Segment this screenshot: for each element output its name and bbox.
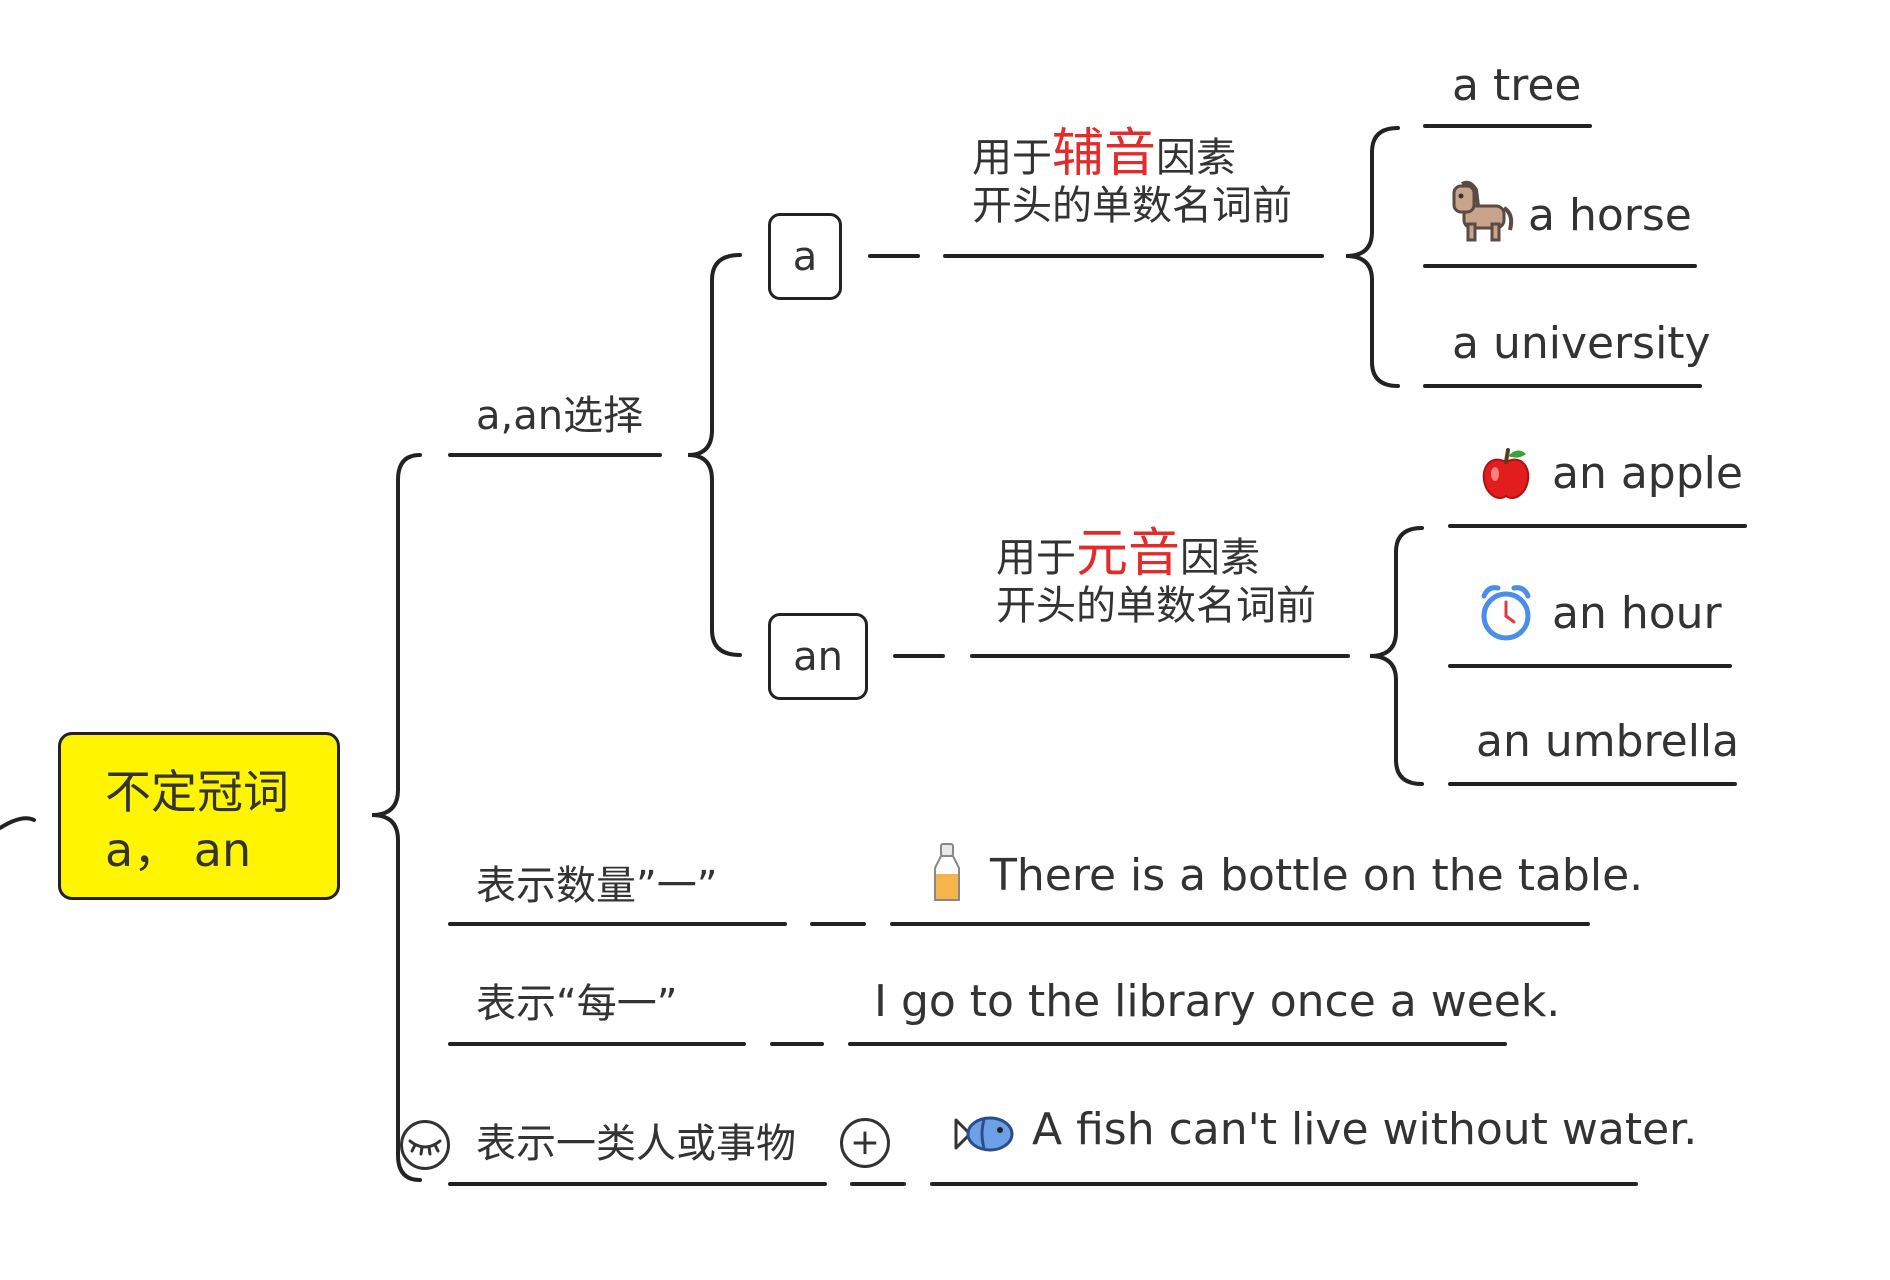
an-examples-bracket [1369, 526, 1424, 786]
root-node[interactable]: 不定冠词 a， an [58, 732, 340, 900]
a-rule-suffix: 因素 [1156, 135, 1237, 181]
a-node[interactable]: a [768, 213, 842, 300]
usage-3-label: 表示一类人或事物 [476, 1121, 796, 1167]
usage-2-example: I go to the library once a week. [874, 976, 1561, 1027]
root-title: 不定冠词 [105, 765, 289, 819]
usage-1-label: 表示数量”一” [476, 863, 718, 909]
apple-icon [1482, 448, 1530, 499]
collapse-toggle[interactable] [400, 1120, 450, 1170]
a-rule-line2: 开头的单数名词前 [972, 183, 1292, 229]
expand-plus-icon: + [849, 1122, 881, 1163]
usage-1-example: There is a bottle on the table. [990, 850, 1644, 901]
an-rule-prefix: 用于 [996, 535, 1076, 581]
an-node[interactable]: an [768, 613, 868, 700]
root-subtitle: a， an [105, 823, 252, 877]
a-rule-prefix: 用于 [972, 135, 1052, 181]
usage-2-label: 表示“每一” [476, 981, 678, 1027]
a-rule-line1: 用于辅音因素 [972, 128, 1292, 182]
alarm-clock-icon [1481, 585, 1531, 641]
example-a-tree: a tree [1452, 60, 1582, 111]
example-a-university: a university [1452, 318, 1711, 369]
example-an-umbrella: an umbrella [1476, 716, 1740, 767]
collapse-eye-icon [408, 1139, 442, 1156]
a-node-label: a [792, 233, 818, 280]
root-incoming-connector [0, 816, 36, 830]
usage-3-example: A fish can't live without water. [1032, 1104, 1698, 1155]
expand-button[interactable]: + [840, 1118, 890, 1168]
example-an-hour: an hour [1552, 588, 1722, 639]
an-rule-line1: 用于元音因素 [996, 528, 1316, 582]
example-an-apple: an apple [1552, 448, 1743, 499]
bottle-icon [934, 843, 960, 901]
a-rule: 用于辅音因素 开头的单数名词前 [972, 128, 1292, 230]
a-rule-highlight: 辅音 [1052, 124, 1157, 184]
an-rule-suffix: 因素 [1180, 535, 1261, 581]
choice-bracket [687, 253, 742, 657]
a-examples-bracket [1345, 126, 1400, 388]
an-rule-highlight: 元音 [1076, 524, 1181, 584]
fish-icon [954, 1116, 1014, 1152]
an-rule: 用于元音因素 开头的单数名词前 [996, 528, 1316, 630]
an-rule-line2: 开头的单数名词前 [996, 583, 1316, 629]
horse-icon [1452, 180, 1514, 242]
example-a-horse: a horse [1528, 190, 1692, 241]
an-node-label: an [793, 633, 843, 680]
choice-label: a,an选择 [476, 393, 644, 439]
main-bracket [371, 453, 422, 1182]
